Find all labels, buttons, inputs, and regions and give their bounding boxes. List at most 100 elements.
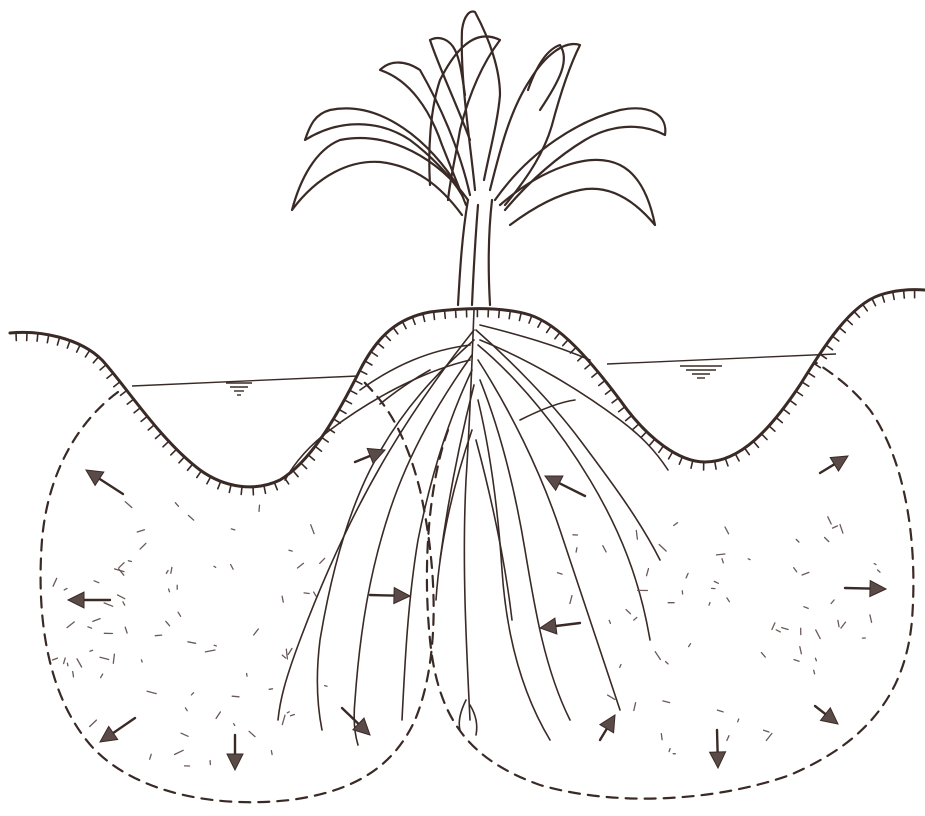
soil-speck [709,603,710,606]
hatch-tick [499,310,500,318]
soil-speck [814,670,815,674]
arrow-shaft [113,718,135,733]
hatch-tick [826,345,833,350]
soil-speck [231,529,235,530]
soil-speck [674,523,678,526]
soil-speck [686,573,688,578]
soil-speck [90,720,97,727]
soil-speck [231,565,234,570]
soil-speck [320,558,325,563]
soil-speck [282,715,285,724]
hatch-tick [355,380,362,384]
water-surface-triangle-icon [226,383,252,395]
arrow-shaft [820,464,834,473]
soil-speck [761,653,765,658]
soil-speck [825,538,829,542]
arrow-icon [830,456,848,471]
soil-speck [171,567,172,573]
arrow-shaft [99,479,123,494]
soil-speck [558,573,563,574]
soil-speck [254,629,259,635]
soil-speck [123,602,125,605]
hatch-tick [839,328,845,333]
soil-speck [269,689,272,690]
soil-speck [626,610,630,614]
hatch-tick [241,487,242,495]
hatch-tick [179,457,184,463]
soil-speck [178,612,181,616]
soil-speck [570,596,572,604]
soil-speck [841,622,846,628]
soil-speck [93,619,100,622]
soil-speck [282,655,285,658]
hatch-tick [509,311,510,319]
soil-speck [838,620,839,626]
hatch-tick [385,335,391,341]
soil-speck [150,754,152,759]
hatch-tick [163,441,169,447]
soil-speck [727,736,729,741]
hatch-tick [592,372,598,377]
hatch-tick [218,481,221,489]
hatch-tick [274,482,277,489]
hatch-tick [423,314,425,322]
hatch-tick [434,312,435,320]
hatch-tick [725,458,728,466]
hatch-tick [322,437,329,442]
hatch-tick [377,343,383,348]
soil-speck [748,559,750,560]
soil-speck [287,712,289,713]
soil-speck [119,563,124,568]
soil-speck [659,545,666,552]
soil-speck [776,630,780,632]
hatch-tick [783,409,789,414]
hatch-tick [854,311,859,317]
soil-speck [125,627,127,633]
hatch-tick [393,328,398,334]
arrow-shaft [815,706,825,714]
soil-speck [185,708,187,711]
leaf [305,108,462,195]
soil-speck [67,622,74,628]
arrow-icon [540,618,557,634]
soil-speck [772,623,775,630]
soil-speck [655,652,660,660]
leaf [292,138,468,215]
soil-speck [304,593,309,594]
soil-speck [118,595,125,599]
soil-speck [714,581,718,583]
soil-speck [647,569,649,576]
soil-speck [88,627,92,628]
soil-speck [738,719,739,722]
hatch-tick [402,322,406,329]
soil-speck [603,546,606,552]
hatch-tick [796,391,803,396]
soil-speck [314,592,316,596]
arrow-shaft [845,588,870,589]
soil-speck [802,572,809,575]
hatch-tick [529,316,532,324]
soil-speck [286,649,287,659]
water-level-left [132,376,358,386]
hatch-tick [301,463,307,469]
soil-speck [717,554,725,555]
soil-speck [188,642,196,644]
hatch-tick [619,407,625,412]
soil-speck [831,600,834,604]
hatch-tick [350,390,357,394]
soil-speck [608,695,615,699]
soil-speck [663,701,670,703]
soil-speck [669,749,670,752]
arrow-icon [227,754,243,770]
soil-speck [725,527,729,534]
hatch-tick [114,382,120,387]
hatch-tick [776,418,782,423]
soil-speck [53,578,57,586]
arrow-shaft [717,730,718,752]
soil-speck [878,570,881,572]
leaf [380,63,470,206]
hatch-tick [188,464,193,470]
soil-speck [289,550,292,551]
hatch-tick [547,326,552,333]
soil-speck [137,530,144,532]
